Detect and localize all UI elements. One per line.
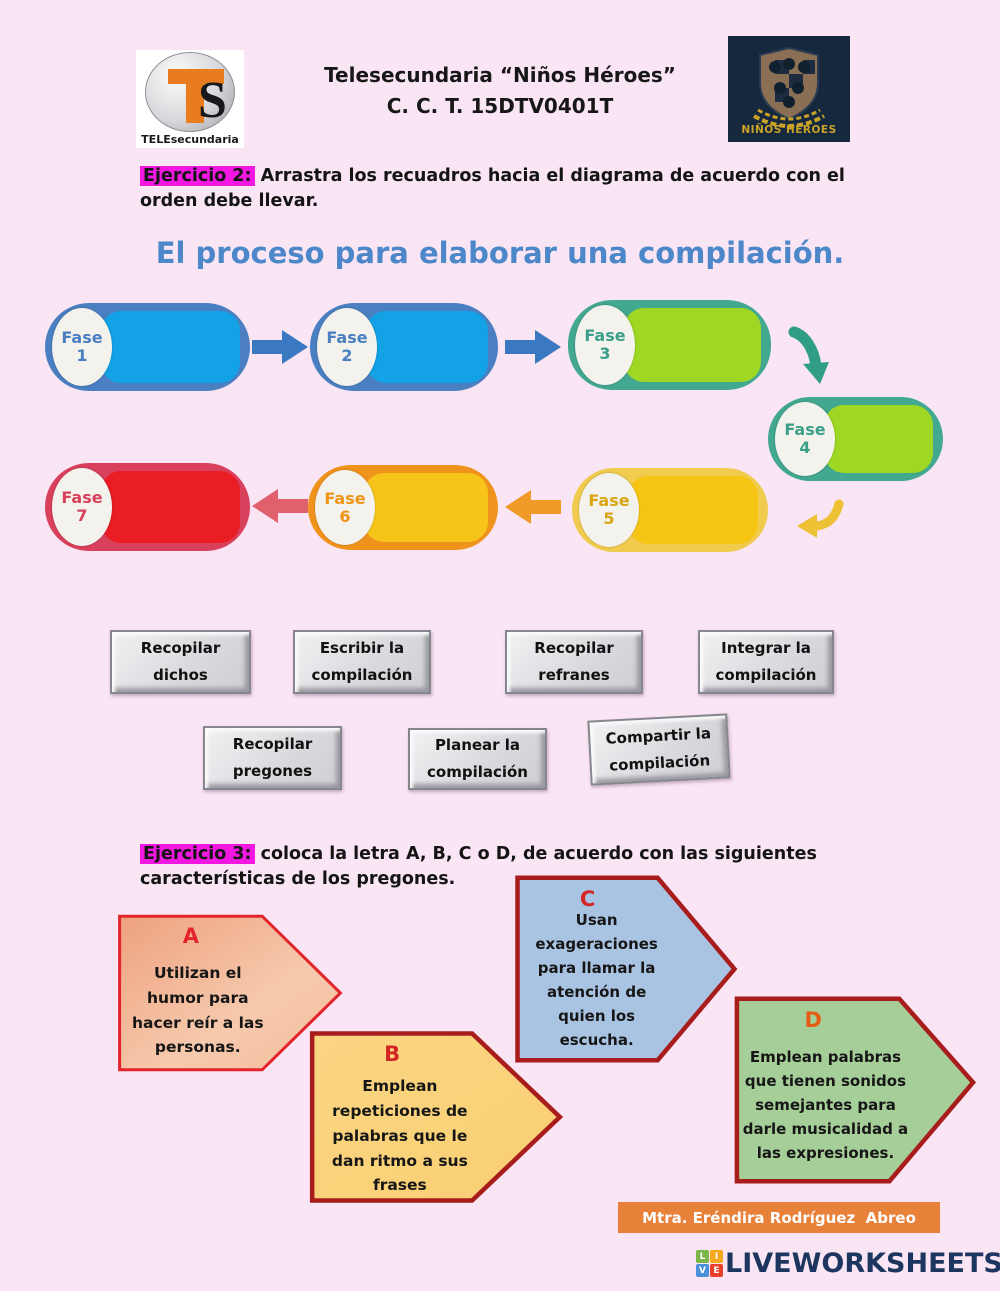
liveworksheets-tiles-icon: L I V E	[696, 1250, 723, 1277]
school-name: Telesecundaria “Niños Héroes”	[324, 63, 676, 87]
fase-4-badge: Fase 4	[775, 402, 835, 476]
crest-caption: NIÑOS HÉROES	[741, 124, 837, 136]
pentagon-arrow-icon	[307, 1030, 565, 1204]
fase-1-badge: Fase 1	[52, 308, 112, 386]
crest-shield-icon	[753, 46, 825, 128]
option-b-letter: B	[384, 1042, 401, 1067]
school-header: Telesecundaria “Niños Héroes” C. C. T. 1…	[250, 60, 750, 122]
drag-card-compartir-compilacion[interactable]: Compartir la compilación	[587, 713, 731, 786]
option-c-letter: C	[579, 887, 596, 912]
exercise3-instructions: Ejercicio 3: coloca la letra A, B, C o D…	[140, 842, 900, 893]
arrow-curve-left-icon	[793, 496, 845, 546]
drag-card-integrar-compilacion[interactable]: Integrar la compilación	[698, 630, 834, 694]
teacher-credit: Mtra. Eréndira Rodríguez Abreo	[618, 1202, 940, 1233]
pentagon-arrow-icon	[513, 874, 739, 1064]
option-c-shape: C Usan exageraciones para llamar la aten…	[513, 874, 739, 1064]
option-a-shape: A Utilizan el humor para hacer reír a la…	[115, 913, 345, 1073]
ts-letter-s-icon: S	[198, 72, 227, 129]
pentagon-arrow-icon	[732, 995, 978, 1185]
telesecundaria-logo-circle: S	[145, 52, 235, 132]
arrow-right-icon	[252, 327, 310, 371]
exercise3-tag: Ejercicio 3:	[140, 844, 255, 864]
option-d-text: Emplean palabras que tienen sonidos seme…	[742, 1048, 909, 1163]
fase-7-badge: Fase 7	[52, 468, 112, 546]
fase-7-dropzone[interactable]: Fase 7	[45, 463, 250, 551]
ts-letter-t-icon	[168, 69, 224, 84]
option-d-letter: D	[804, 1008, 822, 1033]
option-b-shape: B Emplean repeticiones de palabras que l…	[307, 1030, 565, 1204]
school-crest-logo: NIÑOS HÉROES	[728, 36, 850, 142]
drag-card-recopilar-pregones[interactable]: Recopilar pregones	[203, 726, 342, 790]
fase-6-dropzone[interactable]: Fase 6	[308, 465, 498, 550]
fase-3-dropzone[interactable]: Fase 3	[568, 300, 771, 390]
drag-card-planear-compilacion[interactable]: Planear la compilación	[408, 728, 547, 790]
option-c-text: Usan exageraciones para llamar la atenci…	[535, 911, 658, 1050]
arrow-left-icon	[503, 487, 561, 531]
telesecundaria-logo: S TELEsecundaria	[136, 50, 244, 148]
arrow-curve-down-icon	[788, 326, 832, 392]
fase-2-dropzone[interactable]: Fase 2	[310, 303, 498, 391]
option-b-text: Emplean repeticiones de palabras que le …	[331, 1077, 468, 1195]
diagram-title: El proceso para elaborar una compilación…	[155, 236, 845, 270]
drag-card-recopilar-refranes[interactable]: Recopilar refranes	[505, 630, 643, 694]
option-a-letter: A	[182, 924, 200, 949]
fase-3-badge: Fase 3	[575, 305, 635, 385]
exercise2-instructions: Ejercicio 2: Arrastra los recuadros haci…	[140, 164, 885, 215]
arrow-right-icon	[505, 327, 563, 371]
drag-card-escribir-compilacion[interactable]: Escribir la compilación	[293, 630, 431, 694]
arrow-left-icon	[250, 485, 308, 531]
drag-card-recopilar-dichos[interactable]: Recopilar dichos	[110, 630, 251, 694]
fase-4-dropzone[interactable]: Fase 4	[768, 397, 943, 481]
exercise2-text: Arrastra los recuadros hacia el diagrama…	[140, 166, 845, 212]
option-d-shape: D Emplean palabras que tienen sonidos se…	[732, 995, 978, 1185]
fase-2-badge: Fase 2	[317, 308, 377, 386]
exercise3-text: coloca la letra A, B, C o D, de acuerdo …	[140, 844, 817, 890]
fase-6-badge: Fase 6	[315, 470, 375, 545]
telesecundaria-caption: TELEsecundaria	[141, 133, 239, 146]
liveworksheets-logo[interactable]: L I V E LIVEWORKSHEETS	[696, 1250, 1000, 1277]
option-a-text: Utilizan el humor para hacer reír a las …	[131, 964, 264, 1057]
liveworksheets-wordmark: LIVEWORKSHEETS	[725, 1248, 1000, 1279]
fase-1-dropzone[interactable]: Fase 1	[45, 303, 250, 391]
pentagon-arrow-icon	[115, 913, 345, 1073]
fase-5-badge: Fase 5	[579, 473, 639, 547]
school-cct: C. C. T. 15DTV0401T	[386, 94, 614, 118]
exercise2-tag: Ejercicio 2:	[140, 166, 255, 186]
fase-5-dropzone[interactable]: Fase 5	[572, 468, 768, 552]
